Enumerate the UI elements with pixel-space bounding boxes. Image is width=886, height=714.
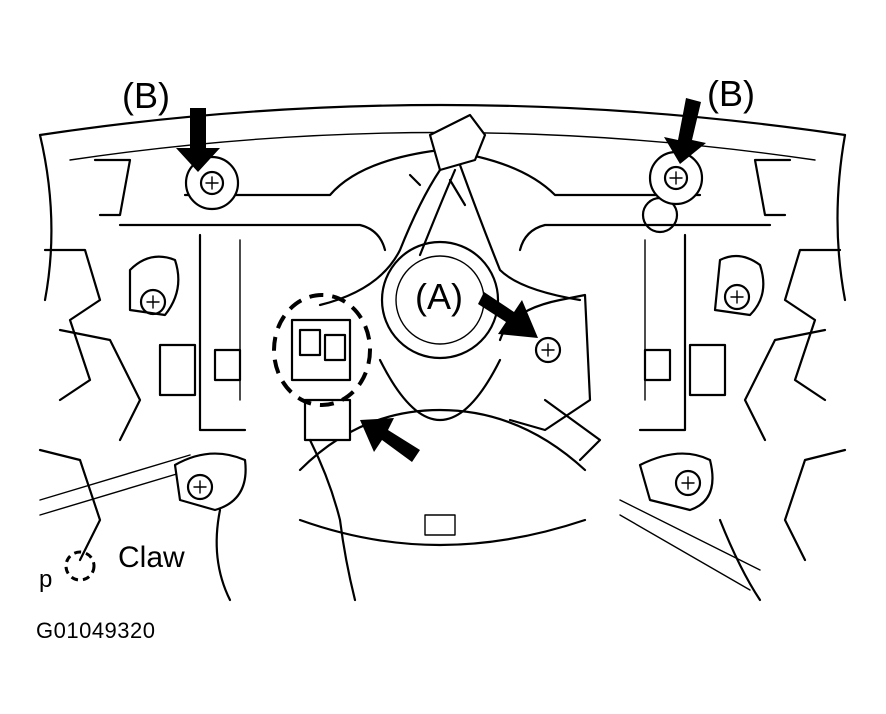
arrow-b-left-icon: [176, 108, 220, 172]
wire-harness: [318, 113, 582, 307]
screw-right-upper-icon: [723, 283, 751, 311]
claw-indicator: [272, 293, 372, 407]
arrow-a-icon: [478, 292, 538, 338]
arrow-connector-icon: [360, 418, 420, 462]
label-b-left: (B): [122, 75, 170, 116]
screw-left-upper-icon: [139, 288, 167, 316]
screw-left-lower-icon: [186, 473, 214, 501]
screw-right-lower-icon: [674, 469, 702, 497]
screw-b-right-icon: [648, 150, 704, 206]
label-a: (A): [415, 276, 463, 317]
legend-marker: p: [39, 566, 53, 593]
label-b-right: (B): [707, 73, 755, 114]
connector-block: [290, 318, 357, 602]
legend-claw-text: Claw: [118, 541, 185, 574]
arrow-b-right-icon: [664, 98, 706, 164]
screw-a-icon: [534, 336, 562, 364]
dashed-circle-icon: [64, 550, 96, 582]
figure-code: G01049320: [36, 618, 156, 643]
screw-b-left-icon: [184, 155, 240, 211]
